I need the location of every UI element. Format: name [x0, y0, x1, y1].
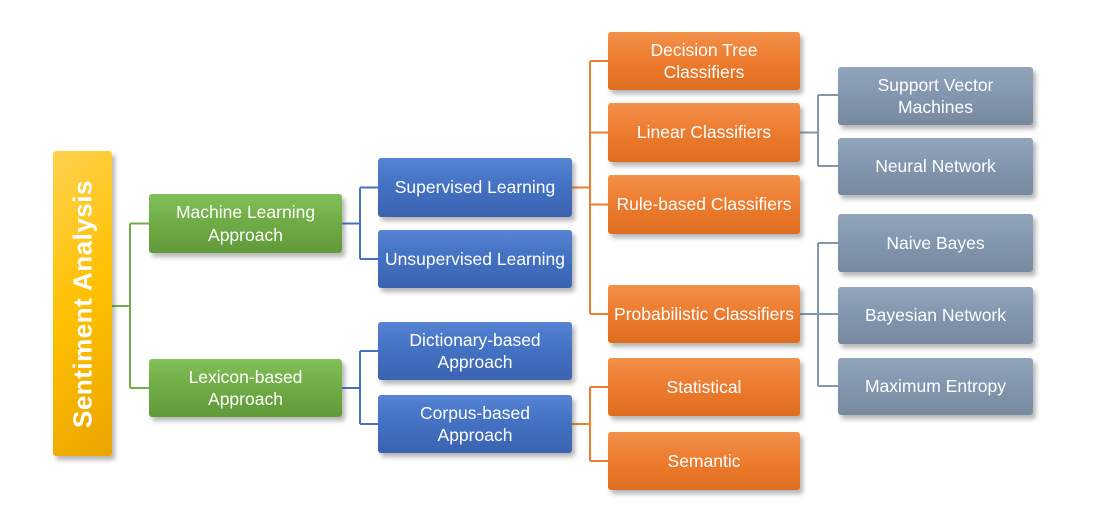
node-support-vector-machines: Support Vector Machines [838, 67, 1033, 125]
node-lexicon-based-approach-label: Lexicon-based Approach [188, 366, 303, 409]
node-decision-tree-classifiers: Decision Tree Classifiers [608, 32, 800, 90]
node-bayesian-network: Bayesian Network [838, 287, 1033, 344]
node-naive-bayes-label: Naive Bayes [886, 232, 985, 253]
node-supervised-learning-label: Supervised Learning [394, 177, 556, 198]
node-lexicon-based-approach: Lexicon-based Approach [149, 359, 342, 417]
node-rule-based-classifiers-label: Rule-based Classifiers [616, 194, 792, 215]
node-supervised-learning: Supervised Learning [378, 158, 572, 217]
node-machine-learning-approach-label: Machine Learning Approach [175, 202, 316, 245]
node-semantic: Semantic [608, 432, 800, 490]
connector-ml-to-learning [342, 186, 378, 260]
node-statistical: Statistical [608, 358, 800, 416]
connector-supervised-to-classifiers [572, 60, 608, 315]
node-maximum-entropy: Maximum Entropy [838, 358, 1033, 415]
node-dictionary-based-approach-label: Dictionary-based Approach [409, 329, 541, 372]
node-naive-bayes: Naive Bayes [838, 214, 1033, 272]
connector-root-to-approaches [112, 222, 149, 389]
node-neural-network-label: Neural Network [875, 156, 996, 177]
connector-corpus-to-methods [572, 386, 608, 462]
node-probabilistic-classifiers-label: Probabilistic Classifiers [614, 303, 794, 324]
node-sentiment-analysis: Sentiment Analysis [53, 151, 112, 456]
node-machine-learning-approach: Machine Learning Approach [149, 194, 342, 253]
node-linear-classifiers-label: Linear Classifiers [636, 122, 772, 143]
node-decision-tree-classifiers-label: Decision Tree Classifiers [650, 39, 758, 82]
connector-probabilistic-to-algorithms [800, 242, 838, 387]
node-bayesian-network-label: Bayesian Network [864, 305, 1007, 326]
node-corpus-based-approach: Corpus-based Approach [378, 395, 572, 453]
node-maximum-entropy-label: Maximum Entropy [864, 376, 1006, 397]
node-rule-based-classifiers: Rule-based Classifiers [608, 175, 800, 234]
node-linear-classifiers: Linear Classifiers [608, 103, 800, 162]
connector-linear-to-algorithms [800, 94, 838, 167]
node-sentiment-analysis-label: Sentiment Analysis [66, 179, 97, 428]
node-unsupervised-learning: Unsupervised Learning [378, 230, 572, 288]
node-statistical-label: Statistical [666, 376, 742, 397]
node-unsupervised-learning-label: Unsupervised Learning [385, 248, 565, 269]
node-semantic-label: Semantic [667, 450, 741, 471]
node-dictionary-based-approach: Dictionary-based Approach [378, 322, 572, 380]
node-corpus-based-approach-label: Corpus-based Approach [420, 402, 530, 445]
node-probabilistic-classifiers: Probabilistic Classifiers [608, 285, 800, 343]
node-neural-network: Neural Network [838, 138, 1033, 195]
node-support-vector-machines-label: Support Vector Machines [877, 74, 994, 117]
connector-lexicon-to-approaches [342, 350, 378, 425]
